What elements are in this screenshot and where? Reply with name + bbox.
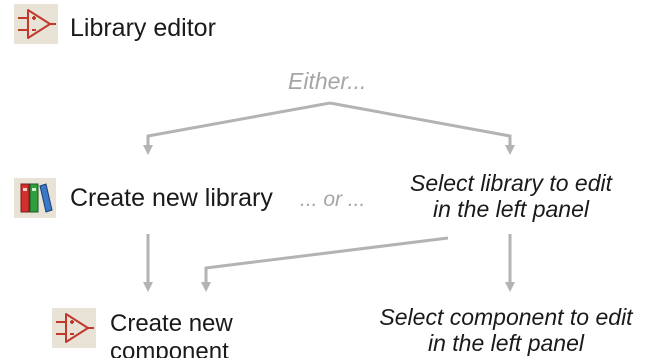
or-label: ... or ...	[300, 188, 366, 211]
select-component-line2: in the left panel	[427, 330, 584, 357]
either-label: Either...	[288, 68, 367, 94]
create-component-line1: Create new	[110, 310, 233, 337]
arrow-either-to-select-library	[329, 101, 515, 155]
select-component-line1: Select component to edit	[379, 304, 633, 330]
create-new-component[interactable]: Create new component	[110, 310, 233, 358]
create-new-library[interactable]: Create new library	[70, 184, 273, 212]
arrow-either-to-create-library	[143, 101, 331, 155]
create-component-line2: component	[110, 337, 229, 358]
page-title: Library editor	[70, 14, 216, 42]
select-library-line1: Select library to edit	[410, 170, 612, 196]
select-library-line2: in the left panel	[432, 196, 589, 223]
arrow-select-library-to-create-component	[201, 236, 449, 292]
select-library-instruction: Select library to edit in the left panel	[380, 170, 642, 223]
books-icon	[14, 178, 56, 218]
amplifier-symbol-icon	[14, 4, 58, 44]
select-component-instruction: Select component to edit in the left pan…	[356, 304, 656, 357]
amplifier-symbol-icon	[52, 308, 96, 348]
